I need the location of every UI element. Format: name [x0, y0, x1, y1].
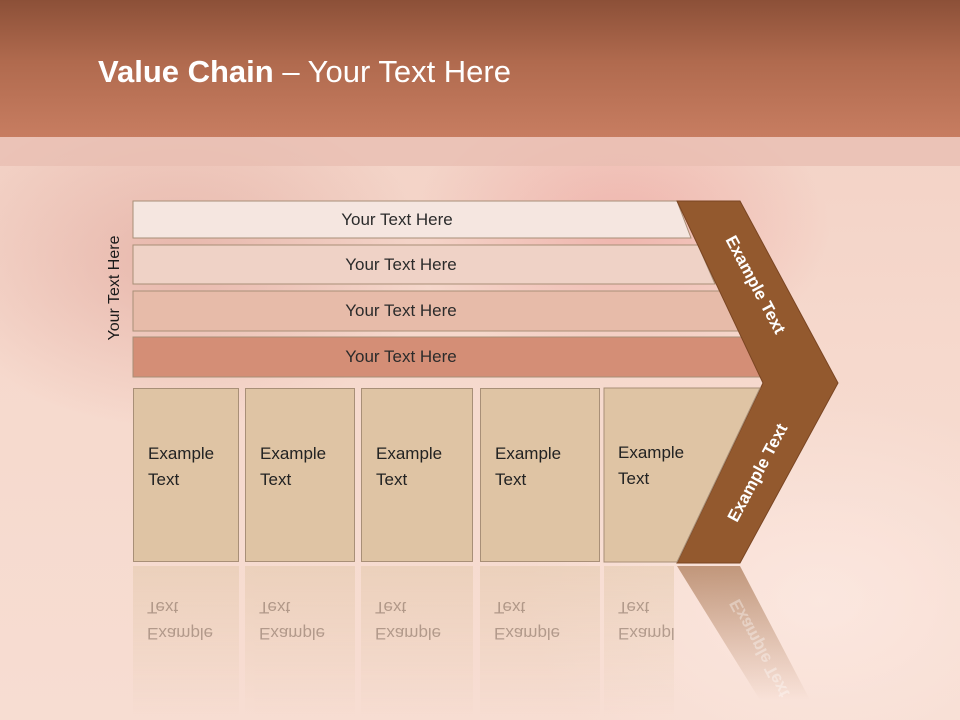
box-5-slant-edge [603, 387, 761, 563]
box-4-reflection-line2: Text [494, 598, 526, 617]
box-3-reflection-line2: Text [375, 598, 407, 617]
box-4-line1: Example [495, 444, 562, 463]
row-3: Your Text Here [133, 292, 699, 329]
box-2-line1: Example [260, 444, 327, 463]
slide-title: Value Chain – Your Text Here [98, 54, 511, 90]
header-strip [0, 137, 960, 166]
box-4-reflection: Example Text [480, 566, 600, 716]
box-5-reflection-line1: Example [618, 624, 674, 643]
row-4: Your Text Here [133, 338, 699, 375]
row-2: Your Text Here [133, 246, 699, 283]
box-2-reflection-line1: Example [259, 624, 326, 643]
chevron-shape [676, 200, 839, 564]
chevron-reflection [677, 566, 810, 700]
row-2-shape [132, 244, 716, 285]
title-bold: Value Chain [98, 54, 274, 89]
box-4-line2: Text [495, 470, 527, 489]
row-1-shape [132, 200, 692, 239]
box-5-line1: Example [618, 443, 685, 462]
box-3-line2: Text [376, 470, 408, 489]
box-1-line2: Text [148, 470, 180, 489]
title-rest: – Your Text Here [273, 54, 511, 89]
box-3-reflection-line1: Example [375, 624, 442, 643]
row-2-label: Your Text Here [345, 254, 457, 274]
box-5-line2: Text [618, 469, 650, 488]
box-1-line1: Example [148, 444, 215, 463]
box-5-reflection: Example Text [604, 566, 674, 716]
box-3-line1: Example [376, 444, 443, 463]
box-2-reflection: Example Text [245, 566, 355, 716]
row-3-label: Your Text Here [345, 300, 457, 320]
box-5-reflection-line2: Text [618, 598, 650, 617]
box-2-line2: Text [260, 470, 292, 489]
box-1-reflection: Example Text [133, 566, 239, 716]
box-4-reflection-line1: Example [494, 624, 561, 643]
box-1-reflection-line2: Text [147, 598, 179, 617]
box-1-reflection-line1: Example [147, 624, 214, 643]
row-4-label: Your Text Here [345, 346, 457, 366]
box-3-reflection: Example Text [361, 566, 473, 716]
row-1-label: Your Text Here [341, 209, 453, 229]
row-1: Your Text Here [133, 201, 691, 238]
header-band [0, 0, 960, 137]
box-2-reflection-line2: Text [259, 598, 291, 617]
